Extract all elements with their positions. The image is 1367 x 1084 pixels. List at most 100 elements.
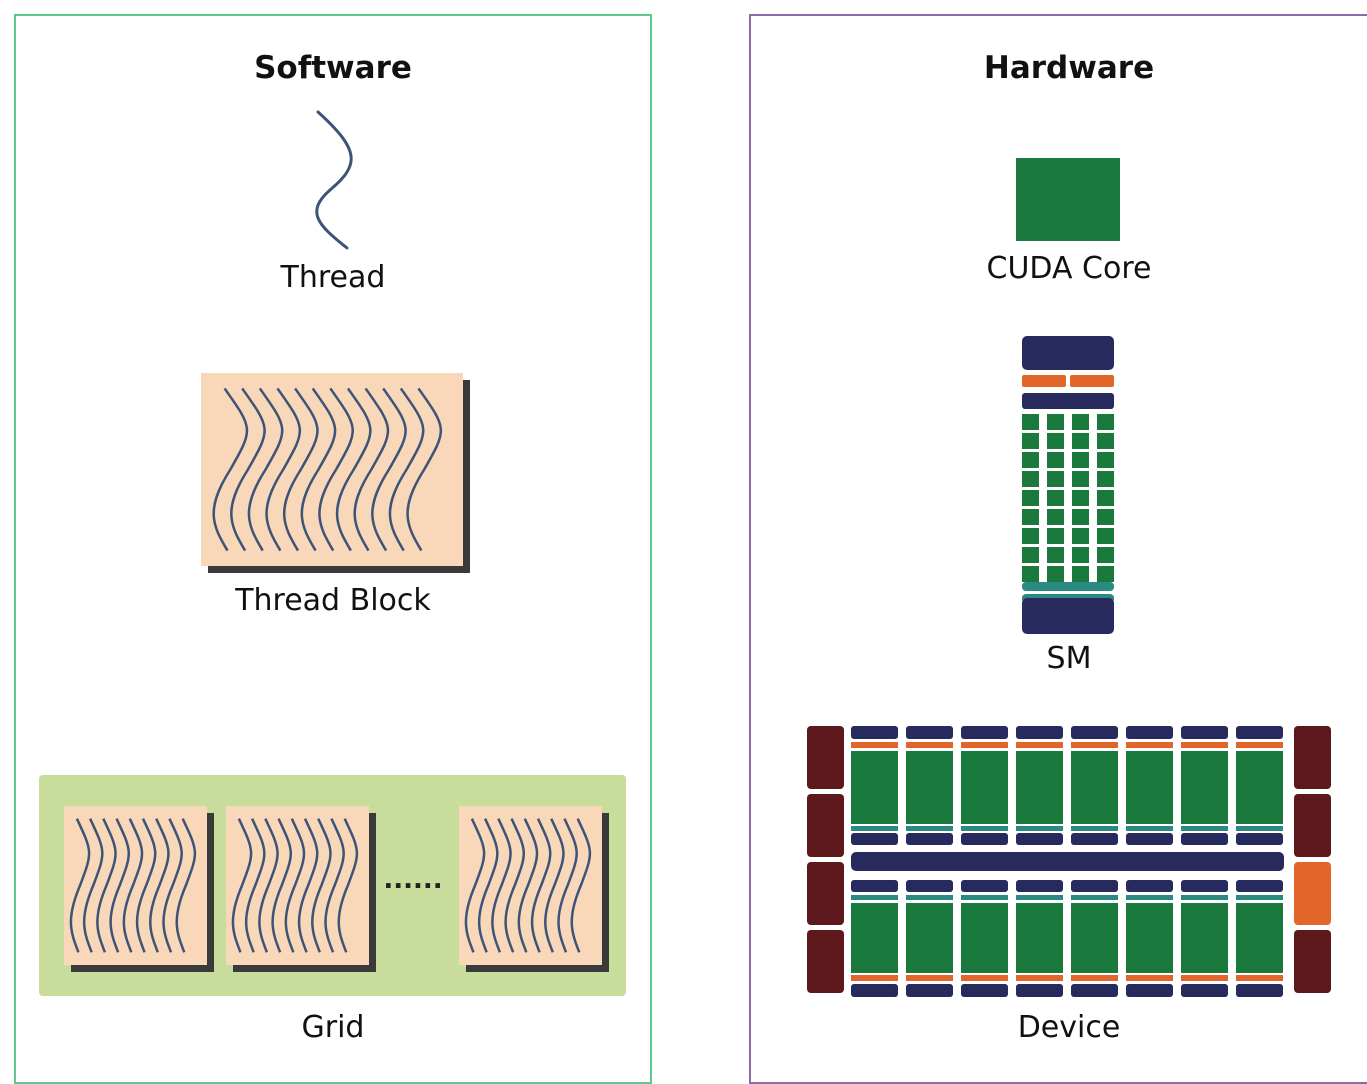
block-thread [318, 387, 354, 552]
device-sm [961, 880, 1008, 997]
block-thread [258, 818, 279, 953]
block-thread [371, 387, 407, 552]
device-sm-cores [1126, 903, 1173, 973]
device-icon [807, 726, 1331, 997]
device-sm-scheduler [961, 984, 1008, 997]
block-thread [504, 818, 525, 953]
device-sm [1016, 726, 1063, 845]
device-sm-cores [1016, 751, 1063, 824]
sm-dispatch [1022, 375, 1066, 387]
device-sm-cores [961, 751, 1008, 824]
device-sm-shared [1016, 833, 1063, 845]
block-thread [175, 818, 197, 953]
block-thread [284, 818, 306, 953]
device-sm-shared [851, 833, 898, 845]
memory-controller [807, 726, 844, 789]
device-sm-scheduler [1016, 984, 1063, 997]
device-sm-dispatch [1181, 975, 1228, 981]
sm-core [1072, 471, 1089, 487]
device-sm-dispatch [1236, 742, 1283, 748]
device-sm-shared [1181, 880, 1228, 892]
block-thread [300, 387, 337, 552]
memory-controller [1294, 794, 1331, 857]
block-thread [122, 818, 144, 953]
sm-core [1047, 547, 1064, 563]
sm-core [1022, 509, 1039, 525]
device-sm-scheduler [906, 984, 953, 997]
device-sm-shared [1126, 833, 1173, 845]
device-sm [851, 726, 898, 845]
device-sm-cores [1126, 751, 1173, 824]
device-sm-dispatch [961, 742, 1008, 748]
device-sm-cores [1181, 751, 1228, 824]
sm-core [1072, 547, 1089, 563]
memory-controller [1294, 726, 1331, 789]
block-thread [283, 387, 319, 552]
device-sm-dispatch [1016, 975, 1063, 981]
device-sm-shared [1016, 880, 1063, 892]
device-sm [1236, 880, 1283, 997]
host-interface [1294, 862, 1331, 925]
block-thread [231, 818, 253, 953]
sm-core [1097, 547, 1114, 563]
device-sm-cache [906, 895, 953, 900]
device-sm-shared [851, 880, 898, 892]
grid-ellipsis: ...... [383, 865, 442, 895]
block-thread [491, 818, 512, 953]
device-sm-scheduler [1126, 726, 1173, 739]
sm-core [1047, 471, 1064, 487]
sm-core [1022, 490, 1039, 506]
device-sm-dispatch [1071, 975, 1118, 981]
block-thread [388, 387, 425, 552]
device-sm-shared [1236, 833, 1283, 845]
block-thread [230, 387, 266, 552]
sm-core [1072, 433, 1089, 449]
sm-core [1097, 433, 1114, 449]
sm-core [1022, 452, 1039, 468]
device-sm-dispatch [906, 975, 953, 981]
device-sm [906, 726, 953, 845]
device-sm-cache [1236, 826, 1283, 831]
block-thread [570, 818, 592, 953]
device-sm-cores [906, 751, 953, 824]
device-sm-scheduler [1016, 726, 1063, 739]
sm-core [1072, 414, 1089, 430]
device-sm-cores [851, 751, 898, 824]
device-sm-cache [961, 895, 1008, 900]
device-sm-shared [1236, 880, 1283, 892]
device-sm-cores [1016, 903, 1063, 973]
device-sm-cores [1071, 751, 1118, 824]
cuda-core-label: CUDA Core [986, 251, 1152, 286]
device-sm-cores [961, 903, 1008, 973]
device-sm-cores [1181, 903, 1228, 973]
device-sm [1181, 880, 1228, 997]
device-sm-scheduler [1126, 984, 1173, 997]
sm-core [1072, 566, 1089, 582]
software-heading: Software [254, 50, 412, 86]
device-sm-dispatch [1181, 742, 1228, 748]
device-sm-cache [1126, 895, 1173, 900]
grid-label: Grid [301, 1010, 365, 1045]
memory-controller [1294, 930, 1331, 993]
block-thread [335, 387, 372, 552]
device-sm [1126, 726, 1173, 845]
device-sm-shared [1181, 833, 1228, 845]
block-thread [337, 818, 359, 953]
sm-core [1047, 509, 1064, 525]
memory-controller [807, 930, 844, 993]
sm-core [1072, 509, 1089, 525]
sm-core [1022, 471, 1039, 487]
sm-core [1097, 566, 1114, 582]
grid-block [64, 806, 214, 972]
device-sm [961, 726, 1008, 845]
sm-icon [1022, 336, 1114, 634]
device-sm-scheduler [851, 726, 898, 739]
thread-icon [315, 110, 353, 250]
sm-core [1097, 509, 1114, 525]
sm-core [1072, 528, 1089, 544]
block-thread [353, 387, 390, 552]
device-sm-shared [1071, 833, 1118, 845]
device-sm-dispatch [851, 975, 898, 981]
sm-core [1047, 566, 1064, 582]
sm-core [1072, 490, 1089, 506]
